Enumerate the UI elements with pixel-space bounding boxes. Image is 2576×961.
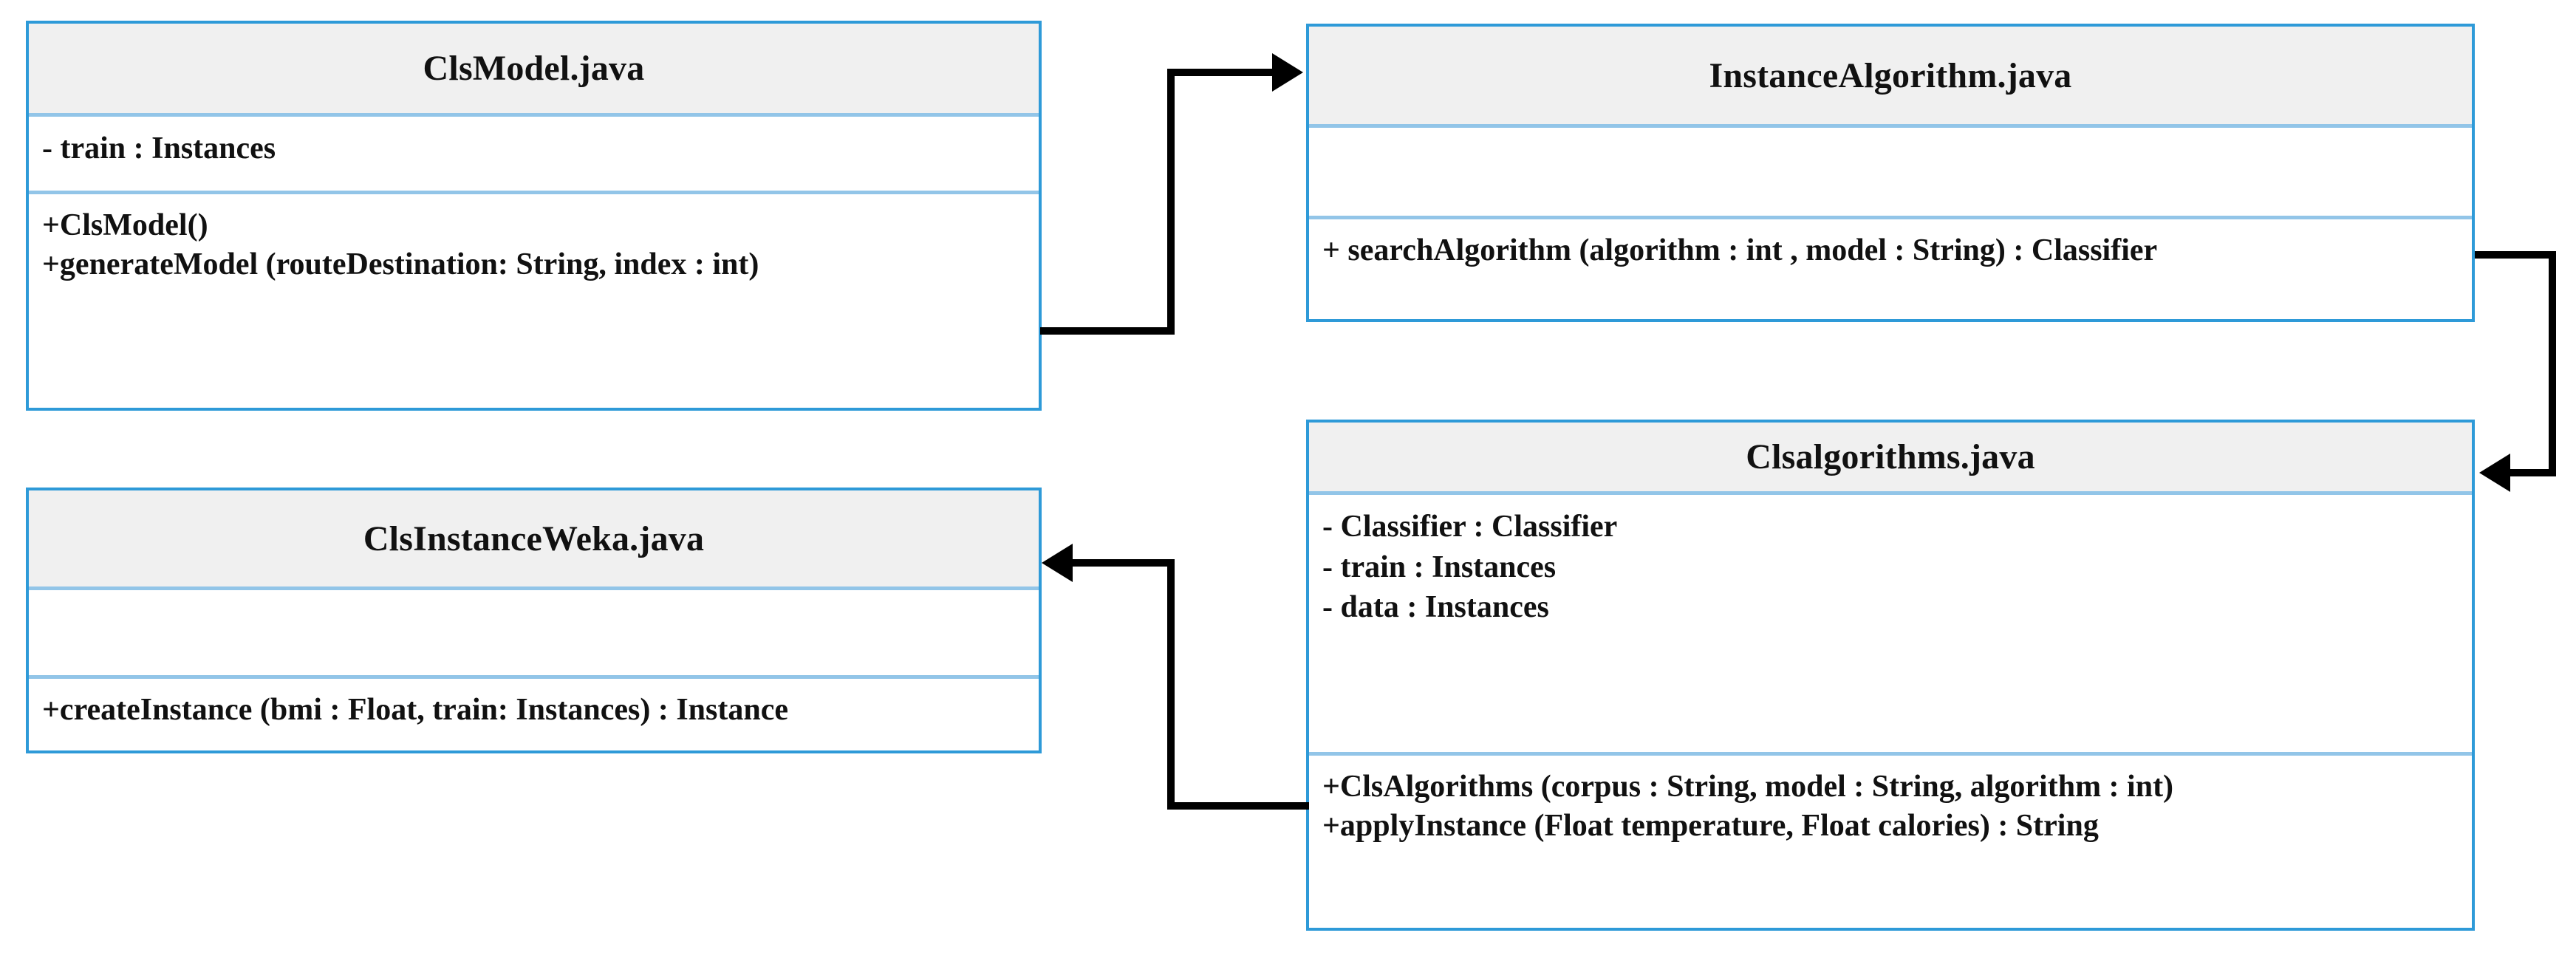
class-attributes-cls-instance-weka [29,590,1039,679]
attribute-row: - train : Instances [1322,550,1557,584]
connector-segment-horizontal [1167,802,1309,810]
class-attributes-cls-model: - train : Instances [29,117,1039,194]
class-box-instance-algorithm[interactable]: InstanceAlgorithm.java + searchAlgorithm… [1306,24,2475,322]
class-title-cls-algorithms: Clsalgorithms.java [1746,437,2035,476]
class-attributes-cls-algorithms: - Classifier : Classifier - train : Inst… [1309,495,2472,756]
class-title-cls-instance-weka: ClsInstanceWeka.java [363,519,705,558]
connector-segment-horizontal [1167,69,1277,76]
class-box-cls-algorithms[interactable]: Clsalgorithms.java - Classifier : Classi… [1306,420,2475,931]
class-header-instance-algorithm: InstanceAlgorithm.java [1309,27,2472,128]
arrowhead-left-icon [2479,454,2510,492]
attribute-row: - Classifier : Classifier [1322,510,1618,544]
class-header-cls-model: ClsModel.java [29,24,1039,117]
connector-segment-horizontal [2510,469,2556,476]
class-header-cls-instance-weka: ClsInstanceWeka.java [29,490,1039,590]
connector-segment-horizontal [1040,327,1175,335]
operation-row: +ClsModel() [42,208,208,242]
connector-segment-horizontal [2475,251,2556,259]
class-box-cls-model[interactable]: ClsModel.java - train : Instances +ClsMo… [26,21,1042,411]
operation-row: +generateModel (routeDestination: String… [42,247,759,281]
attribute-row: - data : Instances [1322,590,1549,625]
class-operations-cls-model: +ClsModel() +generateModel (routeDestina… [29,194,1039,292]
class-attributes-instance-algorithm [1309,128,2472,219]
operation-row: +createInstance (bmi : Float, train: Ins… [42,693,789,727]
class-header-cls-algorithms: Clsalgorithms.java [1309,423,2472,495]
class-box-cls-instance-weka[interactable]: ClsInstanceWeka.java +createInstance (bm… [26,488,1042,753]
connector-segment-vertical [2549,251,2556,476]
class-operations-cls-algorithms: +ClsAlgorithms (corpus : String, model :… [1309,756,2472,853]
class-operations-instance-algorithm: + searchAlgorithm (algorithm : int , mod… [1309,219,2472,278]
connector-segment-vertical [1167,69,1175,333]
class-title-instance-algorithm: InstanceAlgorithm.java [1709,55,2072,95]
connector-segment-horizontal [1073,559,1175,567]
operation-row: +applyInstance (Float temperature, Float… [1322,808,2099,843]
operation-row: +ClsAlgorithms (corpus : String, model :… [1322,770,2174,804]
attribute-row: - train : Instances [42,131,276,165]
class-title-cls-model: ClsModel.java [423,49,645,88]
connector-segment-vertical [1167,559,1175,810]
operation-row: + searchAlgorithm (algorithm : int , mod… [1322,233,2158,267]
class-operations-cls-instance-weka: +createInstance (bmi : Float, train: Ins… [29,679,1039,737]
arrowhead-left-icon [1042,544,1073,582]
arrowhead-right-icon [1272,53,1303,92]
